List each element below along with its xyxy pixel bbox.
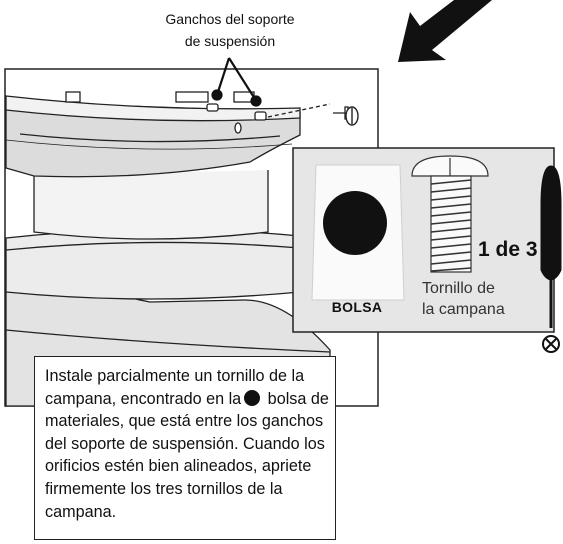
screwdriver-icon [540,165,562,353]
fan-canopy [5,91,331,407]
screw-name-line2: la campana [422,301,505,318]
black-circle-icon [244,389,261,406]
instruction-text: Instale parcialmente un tornillo de la c… [34,356,336,540]
hardware-inset [292,147,555,333]
hanger-hooks-label-line2: de suspensión [184,33,276,49]
screw-name-label: Tornillo de la campana [422,278,532,320]
callout-pointer [211,57,262,107]
instruction-part1: Instale parcialmente un tornillo de la c… [45,367,305,408]
screw-name-line1: Tornillo de [422,280,495,297]
bag-label: BOLSA [331,299,383,315]
screw-insertion-guide [267,103,359,126]
instruction-part2: bolsa de materiales, que está entre los … [45,389,329,521]
hanger-hooks-label-line1: Ganchos del soporte [165,11,295,27]
quantity-label: 1 de 3 [478,238,538,261]
hanger-hooks-label: Ganchos del soporte de suspensión [130,8,330,52]
direction-arrow [398,0,492,62]
